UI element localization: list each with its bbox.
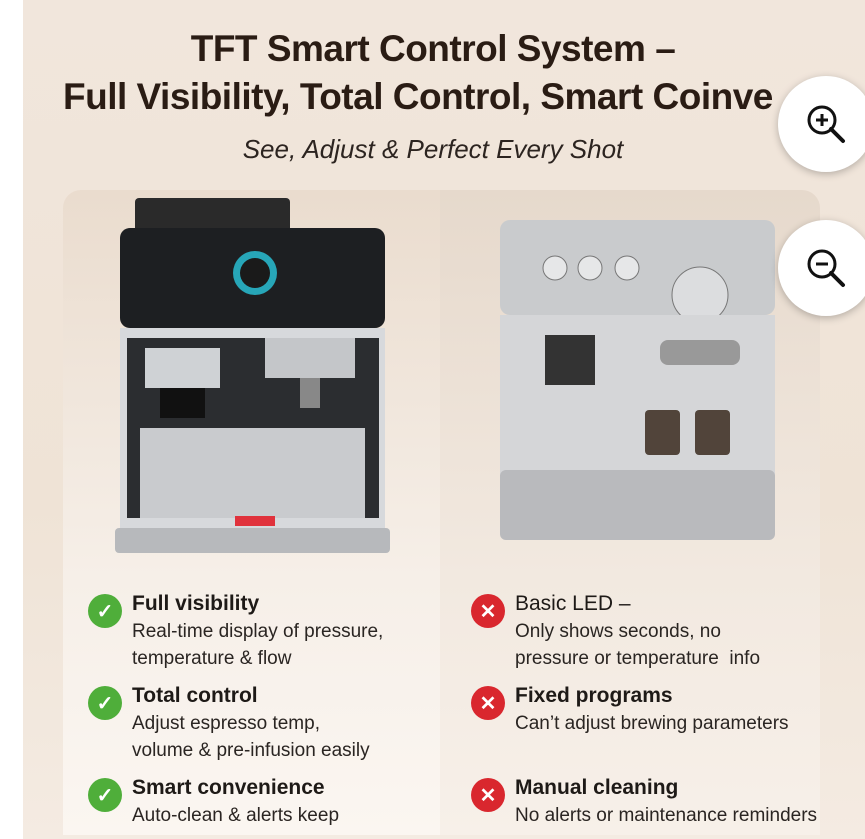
- title-line-1: TFT Smart Control System –: [190, 28, 676, 69]
- feature-description: No alerts or maintenance reminders: [515, 805, 818, 826]
- feature-heading: Manual cleaning: [515, 776, 679, 799]
- feature-heading: Basic LED –: [515, 592, 631, 615]
- subtitle: See, Adjust & Perfect Every Shot: [242, 134, 624, 164]
- check-icon: ✓: [88, 778, 122, 812]
- x-icon: ✕: [471, 594, 505, 628]
- title-line-2: Full Visibility, Total Control, Smart Co…: [63, 76, 773, 117]
- feature-heading: Total control: [132, 684, 258, 707]
- feature-description: Adjust espresso temp, volume & pre-infus…: [132, 713, 370, 761]
- feature-item: ✕ Basic LED – Only shows seconds, no press…: [471, 590, 865, 672]
- x-icon: ✕: [471, 778, 505, 812]
- feature-description: Can’t adjust brewing parameters: [515, 713, 789, 734]
- tft-espresso-machine-image: [115, 198, 390, 553]
- zoom-out-button[interactable]: [778, 220, 865, 316]
- check-icon: ✓: [88, 594, 122, 628]
- feature-heading: Smart convenience: [132, 776, 325, 799]
- feature-item: ✕ Manual cleaning No alerts or maintenance…: [471, 774, 865, 829]
- product-image: TFT Smart Control System – Full Visibili…: [23, 0, 865, 839]
- basic-feature-list: ✕ Basic LED – Only shows seconds, no press…: [471, 590, 865, 829]
- feature-description: Auto-clean & alerts keep: [132, 805, 340, 826]
- feature-heading: Full visibility: [132, 592, 260, 615]
- feature-heading: Fixed programs: [515, 684, 673, 707]
- basic-espresso-machine-image: [500, 220, 775, 540]
- x-icon: ✕: [471, 686, 505, 720]
- zoom-in-icon: [807, 105, 845, 143]
- zoom-in-button[interactable]: [778, 76, 865, 172]
- zoom-out-icon: [807, 249, 845, 287]
- feature-description: Only shows seconds, no pressure or tempe…: [515, 621, 761, 669]
- check-icon: ✓: [88, 686, 122, 720]
- feature-description: Real-time display of pressure, temperatu…: [132, 621, 384, 669]
